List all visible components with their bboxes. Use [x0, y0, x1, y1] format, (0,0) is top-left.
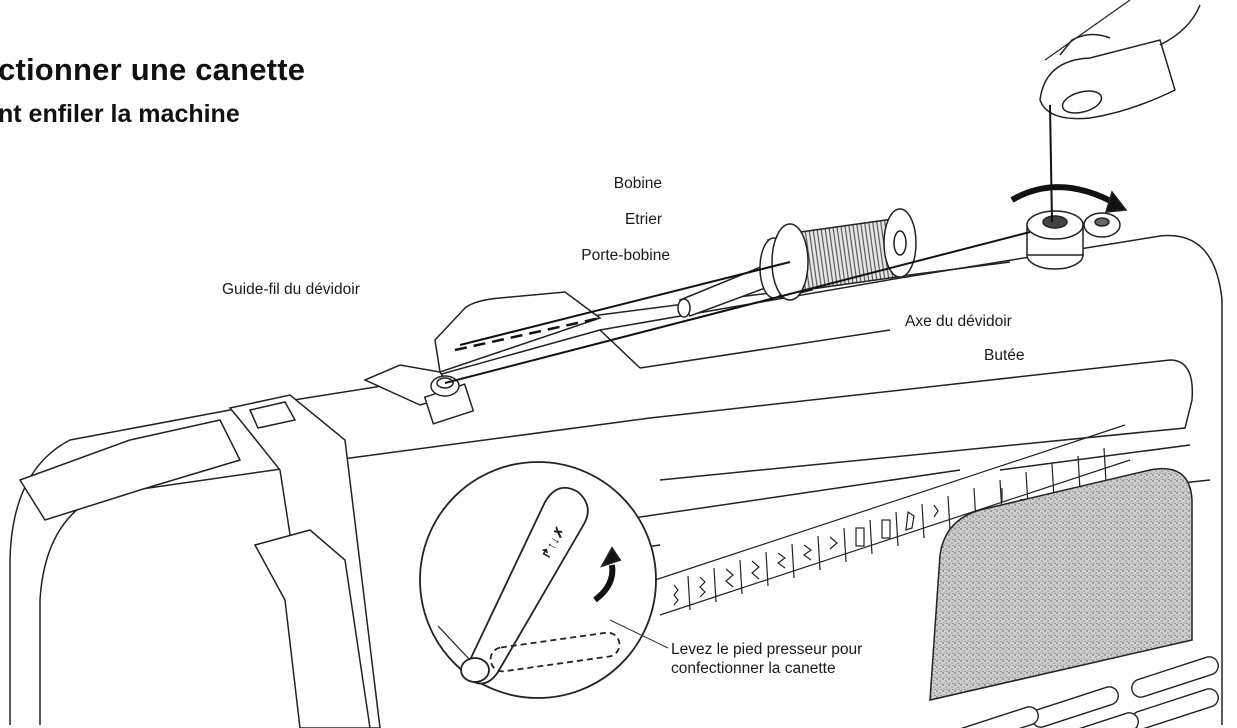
label-guide-fil: Guide-fil du dévidoir [222, 281, 360, 298]
finger-illustration [1039, 0, 1201, 120]
page-title: ctionner une canette [0, 52, 306, 87]
label-axe-devidoir: Axe du dévidoir [905, 313, 1012, 330]
pressure-foot-lever [18, 394, 381, 728]
label-levez-line1: Levez le pied presseur pour [671, 641, 863, 658]
label-levez-line2: confectionner la canette [671, 660, 836, 678]
machine-body [9, 234, 1223, 725]
stitch-selector-strip [654, 424, 1131, 616]
spool-assembly [677, 208, 917, 318]
winder-guide-plate [363, 291, 602, 425]
stitch-icons [673, 447, 1107, 611]
display-panel [929, 467, 1193, 701]
thread-path [444, 104, 1053, 384]
label-porte-bobine: Porte-bobine [581, 247, 670, 264]
leader-lines [609, 619, 669, 649]
lever-detail-callout: ↱↑↓✗ [419, 461, 657, 699]
page-subtitle: nt enfiler la machine [0, 100, 240, 128]
label-levez-pied: Levez le pied presseur pour confectionne… [671, 640, 862, 679]
label-etrier: Etrier [624, 211, 662, 228]
bobbin-winder [1010, 184, 1128, 270]
control-buttons [951, 656, 1219, 728]
label-bobine: Bobine [613, 175, 662, 192]
label-butee: Butée [984, 347, 1025, 364]
